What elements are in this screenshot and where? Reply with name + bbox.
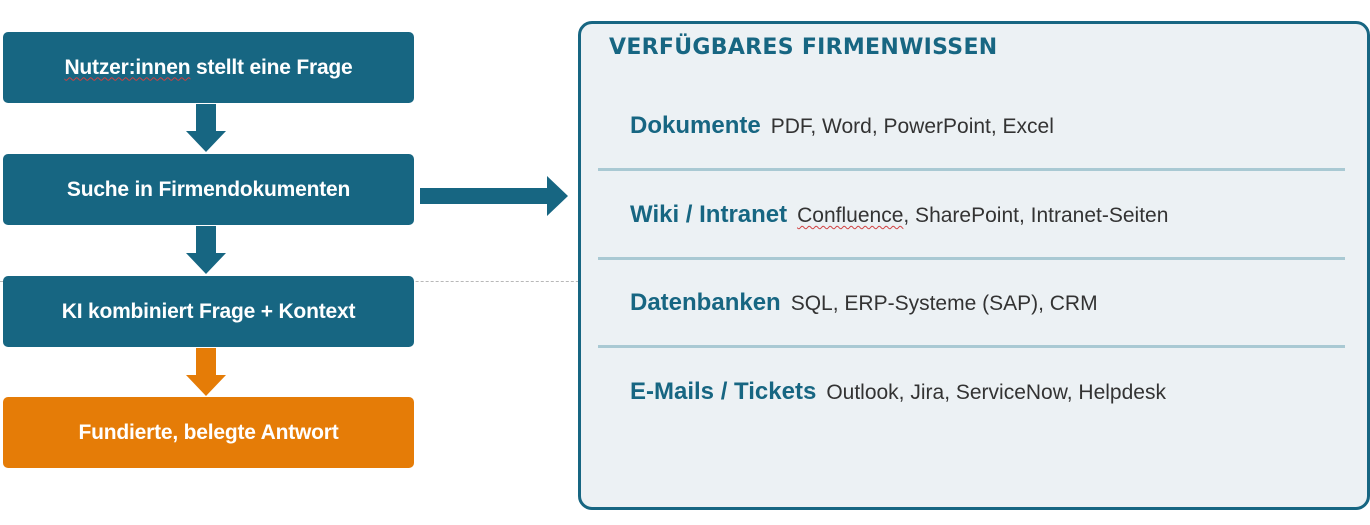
step-label: KI kombiniert Frage + Kontext	[61, 299, 356, 323]
divider	[598, 257, 1345, 260]
step-label-rest: stellt eine Frage	[190, 55, 353, 79]
divider	[598, 345, 1345, 348]
divider	[598, 168, 1345, 171]
panel-title: VERFÜGBARES FIRMENWISSEN	[609, 35, 998, 60]
source-examples-rest: , SharePoint, Intranet-Seiten	[903, 204, 1169, 227]
source-examples: PDF, Word, PowerPoint, Excel	[770, 115, 1054, 138]
arrow-right-icon	[420, 176, 568, 216]
spellcheck-flagged-word: Confluence	[797, 204, 904, 227]
source-examples: SQL, ERP-Systeme (SAP), CRM	[790, 292, 1098, 315]
source-examples: Outlook, Jira, ServiceNow, Helpdesk	[826, 381, 1166, 404]
arrow-down-icon	[186, 104, 226, 152]
flow-step-user-question: Nutzer:innen stellt eine Frage	[3, 32, 414, 103]
step-label: Nutzer:innen stellt eine Frage	[64, 56, 352, 80]
source-row-emails: E-Mails / Tickets Outlook, Jira, ServiceN…	[630, 378, 1166, 406]
arrow-down-icon	[186, 226, 226, 274]
arrow-down-orange-icon	[186, 348, 226, 396]
source-category: Wiki / Intranet	[630, 201, 788, 228]
source-examples: Confluence, SharePoint, Intranet-Seiten	[797, 204, 1168, 227]
flow-step-ai-combines: KI kombiniert Frage + Kontext	[3, 276, 414, 347]
source-category: Datenbanken	[630, 289, 781, 316]
flow-step-grounded-answer: Fundierte, belegte Antwort	[3, 397, 414, 468]
spellcheck-flagged-word: Nutzer:innen	[64, 55, 191, 79]
source-category: Dokumente	[630, 112, 761, 139]
source-category: E-Mails / Tickets	[630, 378, 817, 405]
source-row-documents: Dokumente PDF, Word, PowerPoint, Excel	[630, 112, 1054, 140]
source-row-databases: Datenbanken SQL, ERP-Systeme (SAP), CRM	[630, 289, 1098, 317]
step-label: Suche in Firmendokumenten	[66, 177, 351, 201]
step-label: Fundierte, belegte Antwort	[78, 420, 339, 444]
flow-step-document-search: Suche in Firmendokumenten	[3, 154, 414, 225]
knowledge-panel: VERFÜGBARES FIRMENWISSEN Dokumente PDF, W…	[578, 21, 1370, 510]
source-row-wiki: Wiki / Intranet Confluence, SharePoint, I…	[630, 201, 1168, 229]
